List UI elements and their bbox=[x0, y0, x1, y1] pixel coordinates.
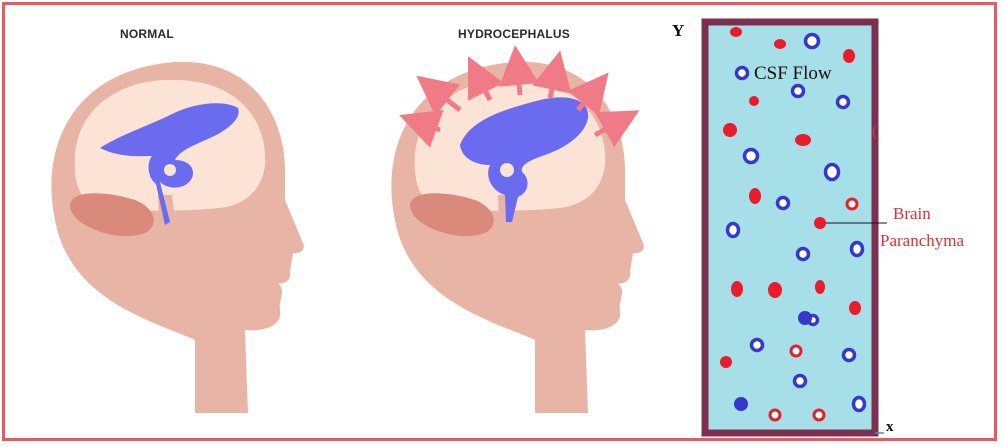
brain-label-line2: Paranchyma bbox=[880, 231, 964, 251]
red-particle bbox=[849, 301, 861, 315]
blue-ring-particle bbox=[752, 340, 763, 351]
red-particle bbox=[749, 96, 759, 106]
hydrocephalus-head-illustration bbox=[391, 62, 643, 413]
red-particle bbox=[814, 217, 826, 229]
red-particle bbox=[843, 49, 855, 63]
blue-ring-particle bbox=[795, 376, 806, 387]
red-ring-particle bbox=[770, 410, 780, 420]
red-particle bbox=[731, 281, 743, 297]
red-particle bbox=[749, 188, 761, 204]
red-particle bbox=[795, 134, 811, 146]
red-ring-particle bbox=[814, 410, 824, 420]
blue-ring-particle bbox=[737, 68, 748, 79]
blue-ring-particle bbox=[728, 224, 739, 237]
blue-ring-particle bbox=[745, 150, 758, 163]
y-axis-label: Y bbox=[672, 21, 684, 41]
normal-head-illustration bbox=[51, 62, 303, 413]
red-ring-particle bbox=[791, 346, 801, 356]
red-ring-particle bbox=[847, 199, 857, 209]
blue-particle bbox=[798, 311, 812, 325]
x-axis-label: x bbox=[886, 419, 894, 436]
red-particle bbox=[768, 282, 782, 298]
red-particle bbox=[730, 27, 742, 37]
side-mark: ( bbox=[872, 123, 877, 141]
brain-label-line1: Brain bbox=[893, 204, 931, 224]
normal-ventricle-hole bbox=[164, 164, 176, 176]
blue-ring-particle bbox=[854, 398, 865, 411]
red-particle bbox=[723, 123, 737, 137]
blue-ring-particle bbox=[806, 35, 819, 48]
red-particle bbox=[774, 39, 786, 49]
blue-ring-particle bbox=[778, 198, 789, 209]
hydro-ventricle-hole bbox=[500, 163, 514, 177]
blue-ring-particle bbox=[838, 97, 849, 108]
blue-ring-particle bbox=[826, 165, 839, 180]
pressure-arrow-3 bbox=[517, 65, 520, 95]
red-particle bbox=[815, 280, 825, 294]
red-particle bbox=[720, 356, 732, 368]
blue-ring-particle bbox=[798, 249, 809, 260]
blue-particle bbox=[734, 397, 748, 411]
blue-ring-particle bbox=[793, 86, 804, 97]
blue-ring-particle bbox=[852, 243, 863, 256]
csf-flow-label: CSF Flow bbox=[754, 63, 832, 85]
blue-ring-particle bbox=[844, 350, 855, 361]
